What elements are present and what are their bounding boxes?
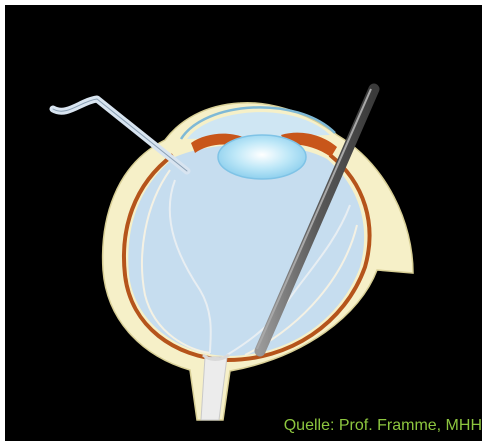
slide: Quelle: Prof. Framme, MHH [5,5,482,441]
lens [218,135,306,179]
eye-vitrectomy-diagram [5,5,482,441]
source-caption: Quelle: Prof. Framme, MHH [284,417,482,435]
